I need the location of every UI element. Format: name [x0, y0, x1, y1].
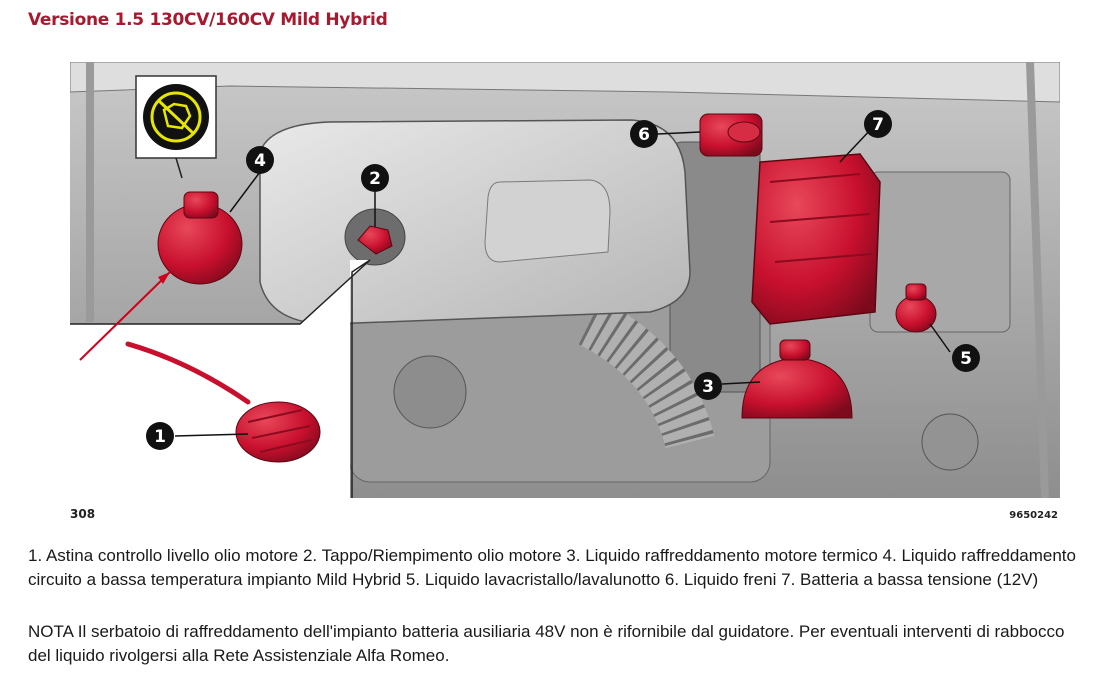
engine-cover: [259, 119, 691, 325]
engine-coolant-warning-icon: [135, 75, 217, 179]
callout-1: 1: [146, 422, 174, 450]
engine-coolant-reservoir: [741, 339, 853, 419]
svg-text:5: 5: [960, 349, 972, 369]
callout-5: 5: [952, 344, 980, 372]
figure-code: 9650242: [1009, 510, 1058, 521]
svg-text:4: 4: [254, 151, 266, 171]
oil-filler-cap: [357, 225, 393, 255]
oil-dipstick: [125, 341, 321, 463]
callout-6: 6: [630, 120, 658, 148]
callout-leader-lines: [174, 125, 951, 437]
intake-hose: [578, 299, 715, 449]
engine-bay-illustration: 1 2 3 4 5 6 7: [70, 62, 1060, 498]
note-paragraph: NOTA Il serbatoio di raffreddamento dell…: [28, 622, 1065, 665]
callout-7: 7: [864, 110, 892, 138]
callout-2: 2: [361, 164, 389, 192]
callout-3: 3: [694, 372, 722, 400]
svg-text:1: 1: [154, 427, 166, 447]
svg-text:6: 6: [638, 125, 650, 145]
battery-12v: [751, 153, 881, 325]
callout-4: 4: [246, 146, 274, 174]
engine-bay-figure: 1 2 3 4 5 6 7: [70, 62, 1060, 498]
washer-fluid-reservoir: [895, 283, 937, 333]
section-heading: Versione 1.5 130CV/160CV Mild Hybrid: [28, 10, 388, 30]
mild-hybrid-coolant-reservoir: [157, 191, 243, 285]
svg-text:7: 7: [872, 115, 884, 135]
page-number: 308: [70, 507, 96, 521]
brake-fluid-reservoir: [699, 113, 763, 157]
figure-caption: 1. Astina controllo livello olio motore …: [28, 546, 1076, 589]
svg-text:3: 3: [702, 377, 714, 397]
svg-text:2: 2: [369, 169, 381, 189]
